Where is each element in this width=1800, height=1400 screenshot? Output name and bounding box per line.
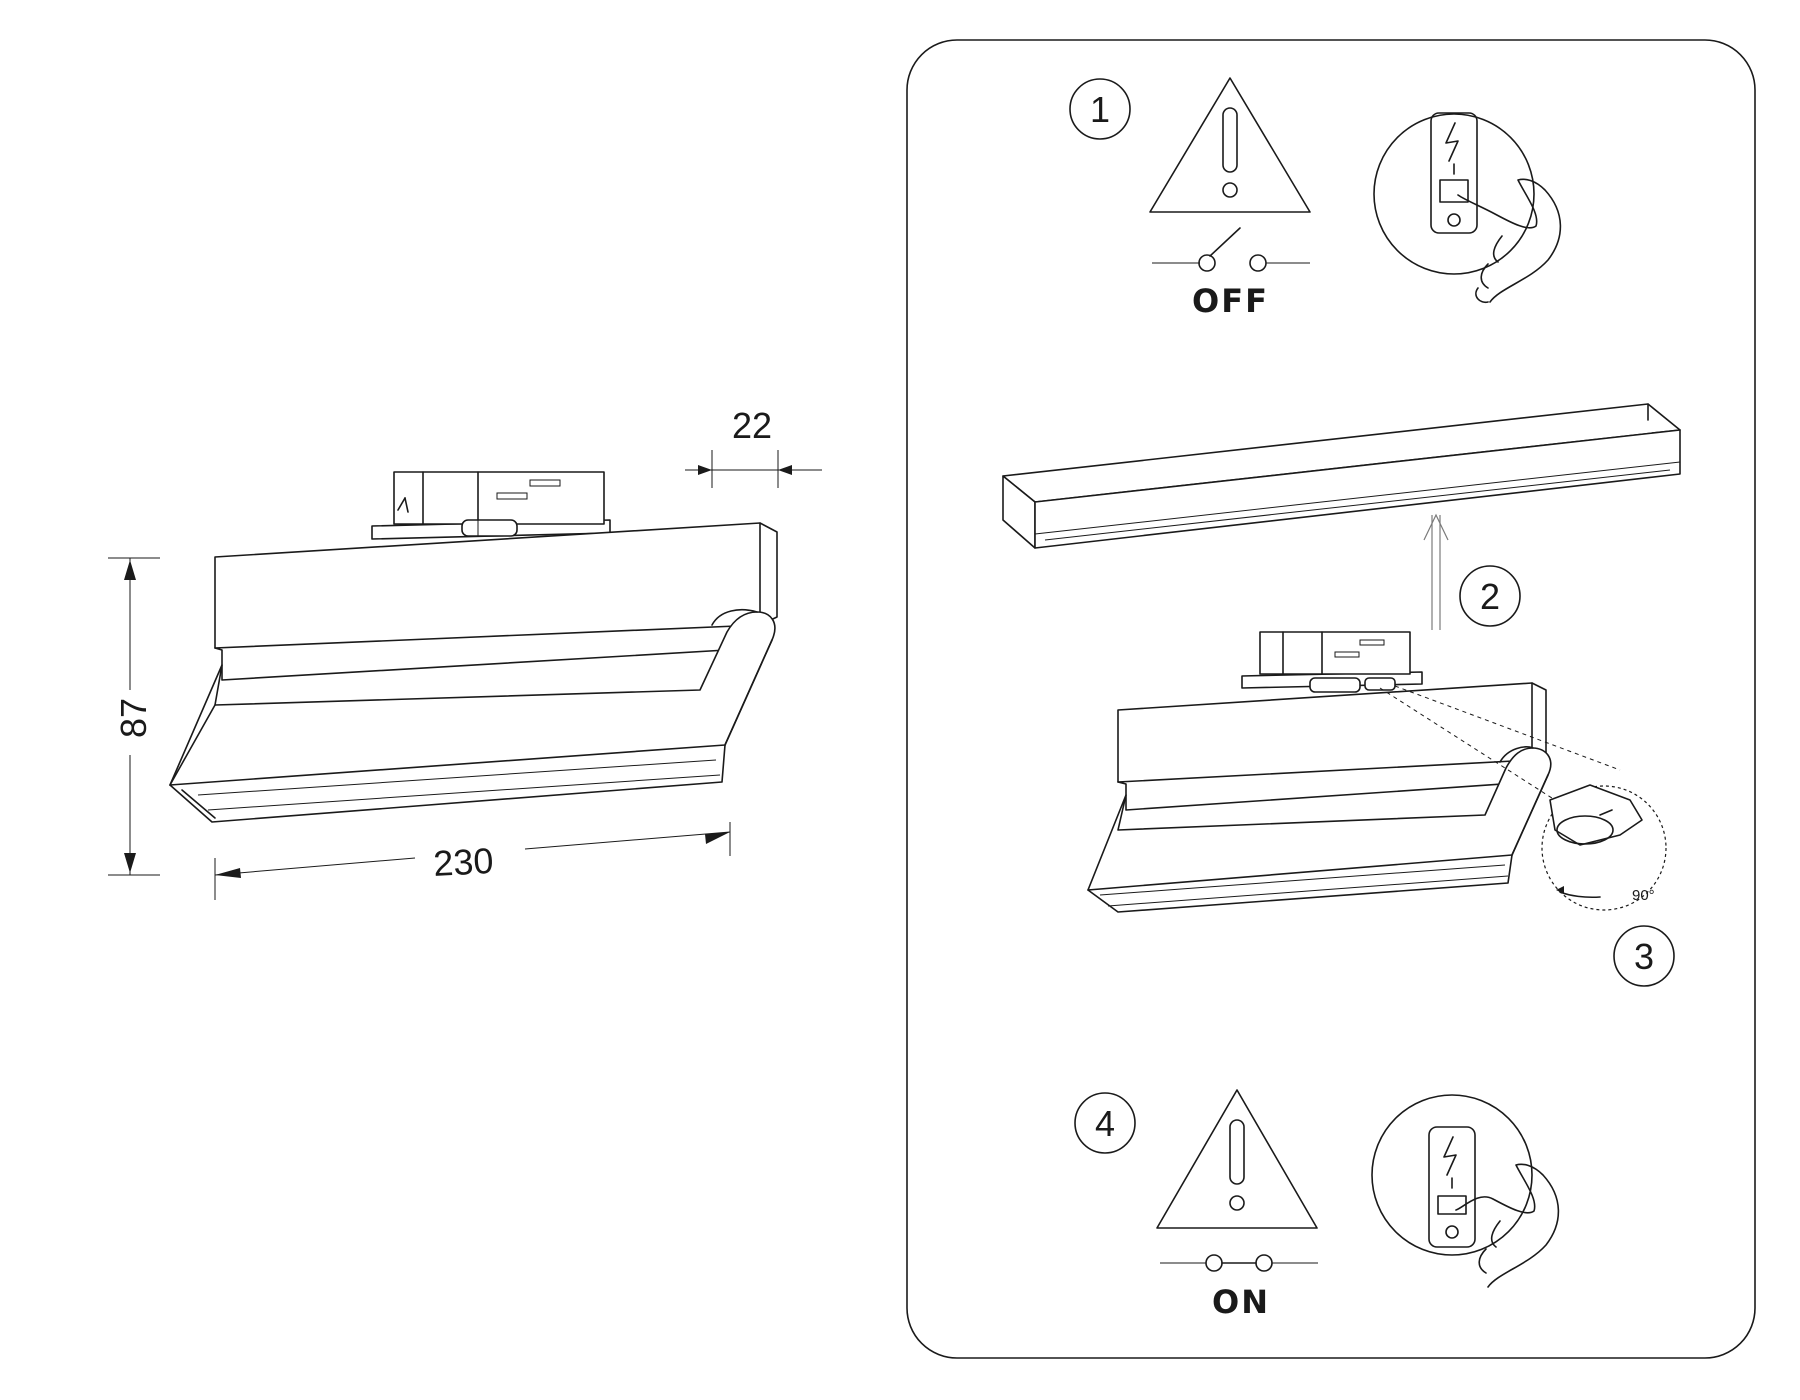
step-4-state: ON — [1212, 1283, 1270, 1321]
track-adapter-mounted — [1241, 631, 1423, 693]
switch-open-icon — [1152, 227, 1310, 272]
fixture-lower-body — [169, 609, 776, 823]
fixture-upper-body — [214, 522, 778, 681]
step-3: 90° 3 — [1087, 631, 1675, 987]
warning-triangle-icon — [1156, 1089, 1318, 1229]
arrow-up-icon — [1423, 513, 1449, 630]
step-3-number: 3 — [1634, 936, 1654, 977]
dimension-drawing: 22 87 230 — [108, 405, 822, 900]
dimension-length-label: 230 — [432, 840, 494, 884]
step-4: 4 ON — [1074, 1089, 1560, 1321]
hand-icon — [1457, 178, 1562, 304]
rotation-detail — [1541, 784, 1667, 911]
dimension-lines — [108, 450, 822, 900]
step-1-number: 1 — [1090, 89, 1110, 130]
step-1: 1 OFF — [1069, 77, 1562, 320]
track-adapter — [371, 471, 611, 540]
track-rail — [1002, 403, 1681, 549]
rotation-angle-label: 90° — [1632, 887, 1655, 904]
breaker-panel-icon — [1371, 1094, 1533, 1256]
step-2: 2 — [1002, 403, 1681, 630]
step-2-number: 2 — [1480, 576, 1500, 617]
lightning-icon — [1443, 1136, 1457, 1176]
breaker-panel-icon — [1373, 112, 1535, 275]
dimension-width-label: 22 — [732, 405, 772, 446]
fixture-mounted — [1087, 682, 1552, 913]
dimension-height-label: 87 — [113, 698, 154, 738]
lightning-icon — [1445, 122, 1459, 162]
step-1-state: OFF — [1192, 282, 1269, 320]
warning-triangle-icon — [1149, 77, 1311, 213]
switch-closed-icon — [1160, 1254, 1318, 1272]
step-4-number: 4 — [1095, 1103, 1115, 1144]
hand-icon — [1455, 1163, 1560, 1288]
